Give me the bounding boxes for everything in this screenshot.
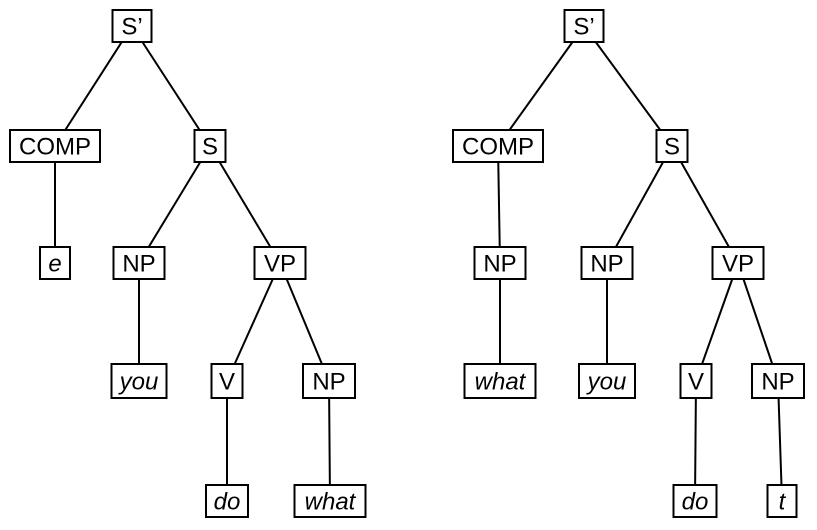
- node-box: [766, 484, 798, 518]
- tree-node-sbar: S’: [111, 9, 153, 43]
- node-box: [112, 246, 166, 280]
- node-label: NP: [312, 369, 345, 396]
- node-label: S’: [573, 14, 594, 41]
- node-box: [193, 129, 227, 163]
- tree-node-vp: VP: [711, 246, 765, 280]
- node-label: VP: [722, 251, 754, 278]
- node-box: [110, 363, 168, 399]
- tree-edge-s-vp: [671, 145, 739, 264]
- tree-node-np2: NP: [302, 363, 356, 399]
- node-label: you: [586, 369, 627, 396]
- tree-node-v: V: [679, 363, 713, 399]
- tree-node-what: what: [293, 484, 367, 518]
- node-label: S: [202, 134, 218, 161]
- tree-edge-np2-what: [328, 380, 331, 502]
- node-label: NP: [483, 251, 516, 278]
- node-label: S’: [121, 14, 142, 41]
- node-box: [679, 363, 713, 399]
- tree-node-vp: VP: [253, 246, 307, 280]
- tree-node-np1: NP: [473, 246, 527, 280]
- tree-edge-vp-v: [226, 262, 281, 382]
- node-box: [253, 246, 307, 280]
- tree-node-t: t: [766, 484, 798, 518]
- tree-edge-sbar-s: [583, 25, 673, 147]
- node-box: [655, 129, 689, 163]
- tree-node-do: do: [672, 484, 718, 518]
- tree-edge-v-do: [694, 380, 697, 502]
- node-box: [9, 129, 101, 163]
- tree-edge-sbar-comp: [497, 25, 585, 147]
- tree-node-e: e: [39, 246, 71, 280]
- tree-node-comp: COMP: [9, 129, 101, 163]
- node-label: V: [688, 369, 704, 396]
- tree-edge-s-vp: [209, 145, 281, 264]
- tree-edge-comp-np1: [497, 145, 501, 264]
- tree-edge-s-np1: [138, 145, 211, 264]
- node-box: [210, 363, 244, 399]
- tree-node-what: what: [463, 363, 537, 399]
- node-box: [302, 363, 356, 399]
- node-box: [563, 9, 605, 43]
- tree-edge-vp-np3: [737, 262, 779, 382]
- node-box: [580, 246, 634, 280]
- node-label: NP: [122, 251, 155, 278]
- node-box: [711, 246, 765, 280]
- node-label: COMP: [19, 134, 91, 161]
- tree-node-you: you: [110, 363, 168, 399]
- node-box: [578, 363, 636, 399]
- node-label: e: [48, 251, 61, 278]
- node-label: VP: [264, 251, 296, 278]
- tree-node-np1: NP: [112, 246, 166, 280]
- tree-node-sbar: S’: [563, 9, 605, 43]
- node-box: [39, 246, 71, 280]
- tree-edge-s-np2: [606, 145, 673, 264]
- tree-node-np2: NP: [580, 246, 634, 280]
- tree-node-comp: COMP: [452, 129, 544, 163]
- node-box: [293, 484, 367, 518]
- node-label: V: [219, 369, 235, 396]
- node-label: NP: [590, 251, 623, 278]
- tree-edge-vp-v: [695, 262, 739, 382]
- tree-edge-vp-np2: [279, 262, 330, 382]
- tree-edge-sbar-s: [131, 25, 211, 147]
- tree-node-v: V: [210, 363, 244, 399]
- tree-node-s: S: [193, 129, 227, 163]
- right-syntax-tree: S’ COMP S NP NP VP what you V NP do t: [452, 9, 805, 518]
- node-box: [751, 363, 805, 399]
- node-label: do: [214, 489, 241, 516]
- node-box: [672, 484, 718, 518]
- node-label: do: [682, 489, 709, 516]
- tree-edge-sbar-comp: [54, 25, 133, 147]
- tree-edge-np3-t: [777, 380, 783, 502]
- node-box: [463, 363, 537, 399]
- node-label: COMP: [462, 134, 534, 161]
- tree-node-s: S: [655, 129, 689, 163]
- tree-node-do: do: [205, 484, 249, 518]
- tree-node-you: you: [578, 363, 636, 399]
- node-label: what: [305, 489, 357, 516]
- node-box: [452, 129, 544, 163]
- tree-node-np3: NP: [751, 363, 805, 399]
- node-label: you: [118, 369, 159, 396]
- node-box: [111, 9, 153, 43]
- node-label: what: [475, 369, 527, 396]
- node-label: S: [664, 134, 680, 161]
- node-label: t: [779, 489, 787, 516]
- node-label: NP: [761, 369, 794, 396]
- node-box: [473, 246, 527, 280]
- node-box: [205, 484, 249, 518]
